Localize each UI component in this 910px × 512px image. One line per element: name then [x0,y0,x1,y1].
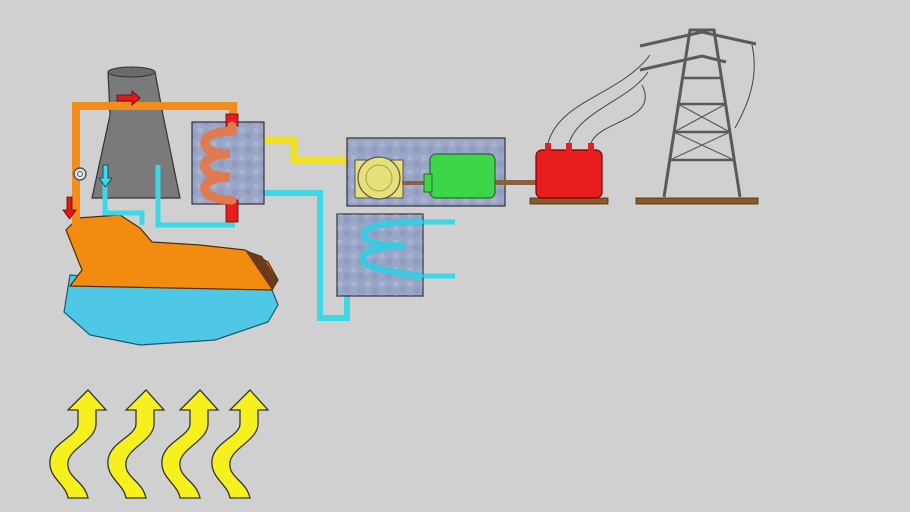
steam-pipe [262,136,352,164]
heat-rising-arrow-icon [161,389,220,499]
underground-reservoir [63,214,279,346]
power-lines [547,44,755,144]
heat-rising-arrow-icon [211,389,270,499]
flow-arrow-right-icon [116,90,141,106]
transformer-icon [529,143,609,205]
power-pylon-icon [635,28,759,205]
pylon-ground [635,197,759,205]
flow-direction-arrows [62,90,141,220]
heat-rising-arrow-icon [107,389,166,499]
flow-arrow-down-icon [62,196,77,220]
drive-shaft [402,180,537,185]
generator-icon [423,153,496,199]
pump-valve-icon [73,167,87,181]
rock-edge-shadow [245,250,278,290]
transformer-ground [529,197,609,205]
flow-arrow-down-cold-icon [98,164,113,188]
cold-water-layer [63,274,279,346]
condenser-coil-icon [336,213,424,297]
cold-return-pipe [102,165,455,321]
heat-exchanger-coil-icon [191,113,265,223]
heat-rising-arrow-icon [49,389,108,499]
turbine-icon [354,156,404,200]
geothermal-heat-arrows [49,389,270,499]
